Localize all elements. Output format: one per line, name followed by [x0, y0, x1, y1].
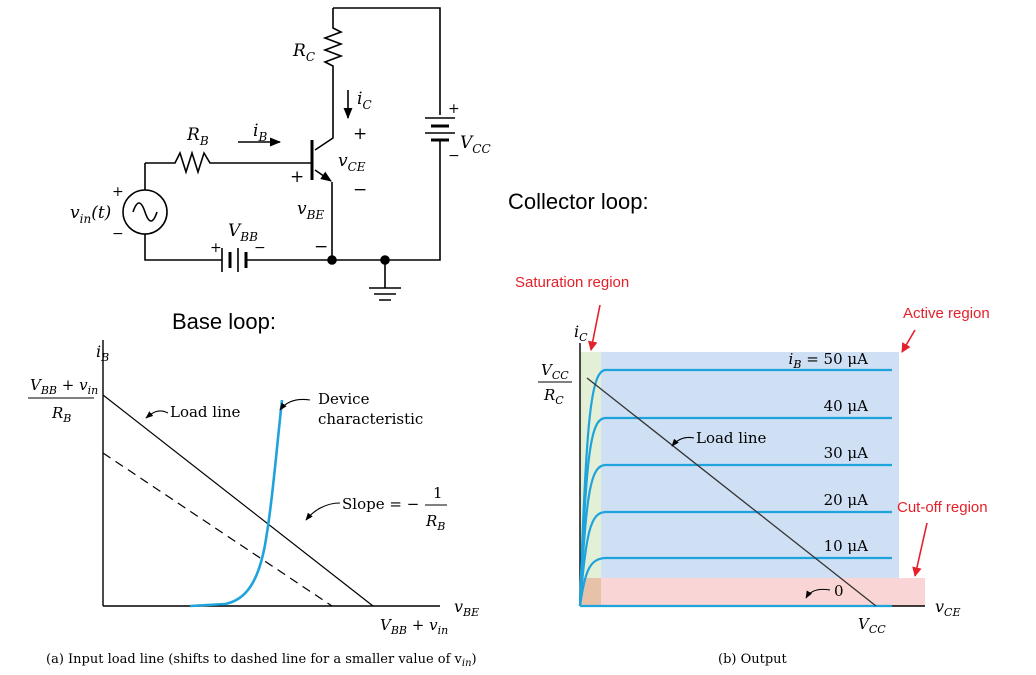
output-x-axis-label: vCE — [935, 597, 961, 619]
saturation-region-shading — [580, 352, 601, 606]
input-y-axis-label: iB — [96, 342, 109, 364]
node-dot-1 — [327, 255, 337, 265]
slope-label: Slope = − — [342, 495, 419, 513]
input-load-line-dashed — [102, 452, 333, 607]
slope-leader — [305, 502, 341, 521]
saturation-region-arrow — [587, 304, 601, 351]
base-loop-heading: Base loop: — [172, 309, 276, 334]
input-y-intercept-denominator: RB — [51, 404, 71, 425]
transistor-emitter — [314, 169, 332, 182]
curve-label-50: iB = 50 μA — [789, 350, 869, 371]
input-load-line-plot: iB VBB + vin RB Load line Device charact… — [28, 340, 479, 669]
vce-minus: − — [353, 180, 367, 200]
collector-curves — [578, 368, 892, 608]
curve-label-0: 0 — [834, 582, 844, 600]
input-x-axis-label: vBE — [454, 597, 479, 619]
vbe-plus: + — [290, 167, 304, 187]
output-y-axis-label: iC — [574, 322, 588, 344]
vbb-minus: − — [254, 240, 266, 256]
vbb-label: VBB — [228, 221, 258, 244]
sine-icon — [132, 202, 158, 222]
overlap-shading — [580, 578, 601, 606]
rb-label: RB — [186, 125, 209, 148]
zero-curve-leader — [805, 588, 831, 599]
vin-minus: − — [112, 226, 124, 242]
vbb-plus: + — [210, 240, 222, 256]
bjt-amplifier-circuit — [122, 7, 455, 301]
cutoff-region-arrow — [912, 522, 928, 577]
vbe-minus: − — [314, 237, 328, 257]
output-load-line-leader — [671, 436, 695, 447]
wire-source-bottom — [144, 234, 222, 261]
ib-label: iB — [253, 121, 267, 144]
device-characteristic-label-1: Device — [318, 390, 370, 408]
vin-label: vin(t) — [70, 203, 111, 226]
output-y-intercept-denominator: RC — [543, 386, 564, 407]
cutoff-region-label: Cut-off region — [897, 499, 988, 516]
slope-denominator: RB — [425, 512, 445, 533]
saturation-region-label: Saturation region — [515, 274, 629, 291]
curve-label-30: 30 μA — [824, 444, 869, 462]
vcc-minus: − — [448, 148, 460, 164]
output-y-intercept-numerator: VCC — [541, 361, 569, 382]
wire-base — [145, 150, 312, 175]
load-line-leader — [145, 410, 169, 419]
circuit-labels: RC iC + vCE − RB iB + vBE − VCC + − VBB … — [70, 41, 491, 257]
device-char-leader — [279, 398, 311, 411]
vcc-plus: + — [448, 101, 460, 117]
collector-loop-heading: Collector loop: — [508, 189, 649, 214]
wire-collector — [314, 80, 334, 151]
vcc-label: VCC — [460, 133, 491, 156]
vin-plus: + — [112, 184, 124, 200]
curve-label-20: 20 μA — [824, 491, 869, 509]
ground-icon — [369, 260, 401, 301]
vce-label: vCE — [338, 151, 366, 174]
input-x-intercept-label: VBB + vin — [380, 616, 448, 637]
curve-ib-10 — [578, 556, 892, 607]
input-caption: (a) Input load line (shifts to dashed li… — [46, 652, 477, 669]
active-region-label: Active region — [903, 305, 990, 322]
vce-plus: + — [353, 124, 367, 144]
cutoff-region-shading — [580, 578, 925, 606]
ic-label: iC — [357, 89, 372, 112]
output-x-intercept-label: VCC — [858, 615, 886, 636]
vbe-label: vBE — [297, 199, 324, 222]
curve-label-10: 10 μA — [824, 537, 869, 555]
output-load-line-label: Load line — [696, 429, 767, 447]
rc-label: RC — [292, 41, 315, 64]
active-region-arrow — [901, 329, 916, 353]
wire-top — [333, 7, 441, 115]
output-characteristics-plot: iC VCC RC Load line iB = 50 μA 40 μA 30 … — [515, 274, 990, 667]
input-y-intercept-numerator: VBB + vin — [30, 376, 98, 397]
input-load-line-label: Load line — [170, 403, 241, 421]
collector-resistor — [322, 8, 344, 80]
wire-bottom — [246, 140, 441, 261]
output-caption: (b) Output — [718, 652, 788, 667]
input-load-line — [102, 394, 374, 607]
curve-ib-20 — [578, 510, 892, 607]
curve-ib-30 — [578, 463, 892, 607]
output-load-line — [586, 377, 877, 607]
slope-numerator: 1 — [433, 484, 443, 502]
device-characteristic-label-2: characteristic — [318, 410, 423, 428]
device-characteristic-curve — [189, 399, 284, 608]
curve-label-40: 40 μA — [824, 397, 869, 415]
